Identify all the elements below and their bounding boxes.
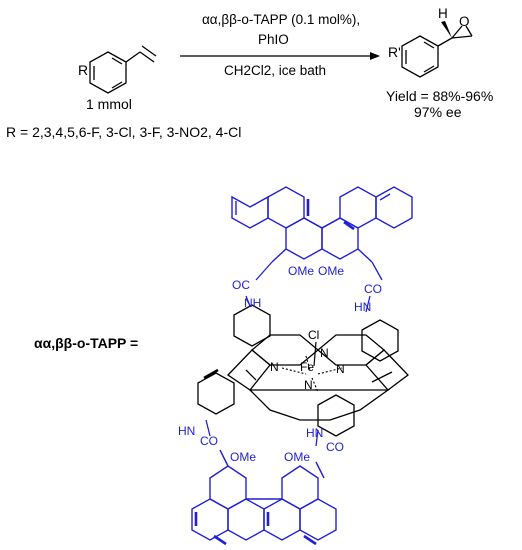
amide-co-label-top: CO bbox=[364, 282, 382, 296]
epoxide-oxygen-label: O bbox=[459, 14, 470, 29]
methoxy-label-top-left: OMe bbox=[288, 264, 315, 278]
product-yield: Yield = 88%-96% bbox=[386, 88, 494, 104]
substrate-benzene-ring bbox=[89, 45, 157, 94]
product-epoxide-ring bbox=[451, 25, 473, 39]
amide-linkers bbox=[205, 295, 371, 447]
stereo-wedge-bond bbox=[441, 21, 452, 38]
product-ee: 97% ee bbox=[414, 104, 462, 120]
pyrrole-n-label-right: N bbox=[336, 362, 345, 376]
reaction-arrow bbox=[180, 52, 380, 60]
pyrrole-n-label-left: N bbox=[270, 360, 279, 374]
pyrrole-n-label-bottom: N bbox=[304, 378, 313, 392]
fe-cl-bond bbox=[313, 341, 317, 367]
product-benzene-ring bbox=[401, 35, 453, 78]
meso-phenyl-top-left bbox=[233, 304, 271, 347]
methoxy-label-top-right: OMe bbox=[318, 264, 345, 278]
catalyst-loading-label: αα,ββ-o-TAPP (0.1 mol%), bbox=[202, 12, 361, 27]
methoxy-label-bottom-left: OMe bbox=[230, 450, 257, 464]
oxidant-label: PhIO bbox=[258, 32, 289, 47]
meso-phenyl-top-right bbox=[361, 319, 399, 362]
r-group-list: R = 2,3,4,5,6-F, 3-Cl, 3-F, 3-NO2, 4-Cl bbox=[6, 124, 242, 140]
amide-hn-label-bottom-right: HN bbox=[306, 426, 324, 440]
amide-nh-label-top-left: NH bbox=[244, 296, 262, 310]
substrate-amount: 1 mmol bbox=[86, 96, 132, 112]
amide-co-label-bottom-left: CO bbox=[200, 434, 218, 448]
fe-coordination-bonds bbox=[281, 355, 343, 393]
substrate-r-label: R bbox=[78, 62, 89, 78]
top-binaphthyl-strap bbox=[231, 186, 413, 263]
catalyst-definition-label: αα,ββ-o-TAPP = bbox=[34, 335, 139, 351]
bottom-binaphthyl-strap bbox=[191, 449, 337, 546]
methoxy-label-bottom-right: OMe bbox=[284, 450, 311, 464]
amide-hn-label-bottom-left: HN bbox=[178, 424, 196, 438]
stereo-h-label: H bbox=[438, 6, 448, 21]
amide-co-label-bottom-right: CO bbox=[326, 440, 344, 454]
axial-chloride-label: Cl bbox=[308, 328, 320, 342]
meso-phenyl-bottom-left bbox=[197, 368, 235, 415]
amide-hn-label-top-right: HN bbox=[354, 300, 372, 314]
top-linkers bbox=[255, 261, 383, 281]
meso-phenyl-bottom-right bbox=[317, 394, 355, 437]
amide-oc-label-top: OC bbox=[232, 278, 250, 292]
iron-center-label: Fe bbox=[300, 360, 315, 374]
pyrrole-n-label-top: N bbox=[320, 346, 329, 360]
product-r-label: R' bbox=[388, 44, 401, 60]
conditions-label: CH2Cl2, ice bath bbox=[224, 63, 327, 78]
